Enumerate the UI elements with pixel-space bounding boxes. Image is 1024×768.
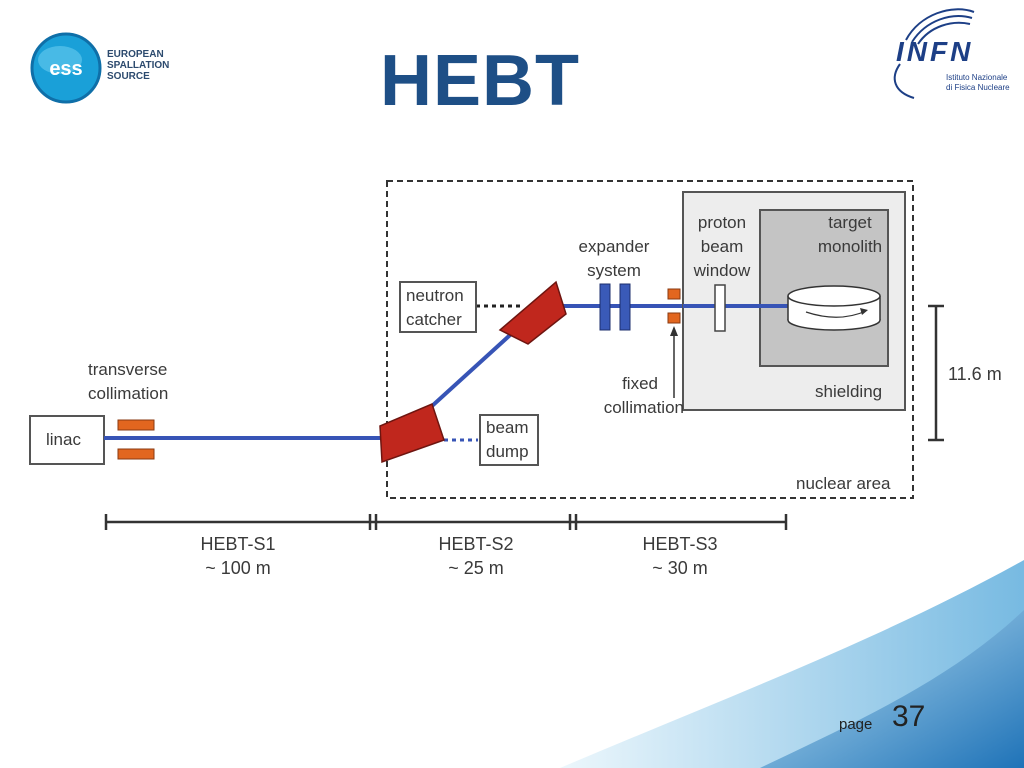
label-line: dump (486, 442, 529, 461)
beam-dump-box (479, 414, 539, 466)
infn-logo-subtitle: Istituto Nazionale di Fisica Nucleare (946, 73, 1010, 93)
target-cylinder-top (787, 285, 881, 307)
nuclear-area-box (386, 180, 914, 499)
transverse-collimation-label: transverse collimation (88, 358, 168, 406)
target-monolith-label: target monolith (810, 211, 890, 259)
section-label-s3: HEBT-S3 ~ 30 m (610, 532, 750, 580)
label-line: collimation (88, 384, 169, 403)
label-line: expander (578, 237, 650, 256)
section-length: ~ 30 m (652, 558, 708, 578)
fixed-collimator-block (667, 288, 681, 300)
nuclear-area-label: nuclear area (796, 474, 891, 493)
transverse-collimator-block (117, 448, 155, 460)
section-name: HEBT-S2 (438, 534, 514, 554)
dipole-magnet-upper (498, 280, 567, 345)
beam-dump-label: beam dump (486, 416, 529, 464)
ess-logo-line: SPALLATION (107, 60, 170, 71)
label-line: system (587, 261, 641, 280)
label-line: proton (697, 213, 747, 232)
label-line: collimation (603, 398, 684, 417)
section-name: HEBT-S1 (200, 534, 276, 554)
infn-logo-word: INFN (896, 36, 974, 67)
page-number: 37 (892, 700, 926, 733)
transverse-collimator-block (117, 419, 155, 431)
expander-magnet (599, 283, 611, 331)
fixed-collimation-label: fixed collimation (584, 372, 684, 420)
expander-magnet (619, 283, 631, 331)
ess-logo-text: EUROPEAN SPALLATION SOURCE (107, 49, 169, 82)
section-label-s1: HEBT-S1 ~ 100 m (168, 532, 308, 580)
neutron-catcher-box (399, 281, 477, 333)
fixed-collimation-arrowhead (670, 326, 678, 336)
proton-beam-window (714, 284, 726, 332)
ess-logo-line: EUROPEAN (107, 49, 164, 60)
expander-system-label: expander system (566, 235, 662, 283)
section-name: HEBT-S3 (642, 534, 718, 554)
dipole-magnet-lower (379, 402, 445, 464)
label-line: target (828, 213, 872, 232)
shielding-label: shielding (815, 382, 883, 401)
section-label-s2: HEBT-S2 ~ 25 m (406, 532, 546, 580)
proton-beam-window-label: proton beam window (686, 211, 758, 283)
label-line: catcher (406, 310, 462, 329)
neutron-catcher-label: neutron catcher (406, 284, 464, 332)
label-line: neutron (406, 286, 464, 305)
page-title: HEBT (380, 41, 580, 121)
fixed-collimator-block (667, 312, 681, 324)
section-length: ~ 25 m (448, 558, 504, 578)
label-line: window (693, 261, 751, 280)
target-rotation-arrowhead (860, 308, 868, 315)
height-dimension-label: 11.6 m (948, 364, 1002, 384)
label-line: transverse (88, 360, 168, 379)
label-line: fixed (622, 374, 658, 393)
infn-logo-subtitle-line: Istituto Nazionale (946, 73, 1008, 82)
infn-logo-subtitle-line: di Fisica Nucleare (946, 83, 1010, 92)
label-line: beam (486, 418, 529, 437)
page-label: page (839, 716, 873, 733)
section-length: ~ 100 m (205, 558, 271, 578)
label-line: beam (700, 237, 744, 256)
ess-logo-mark: ess (49, 58, 82, 80)
label-line: monolith (817, 237, 883, 256)
ess-logo-line: SOURCE (107, 71, 150, 82)
linac-label: linac (46, 430, 81, 449)
